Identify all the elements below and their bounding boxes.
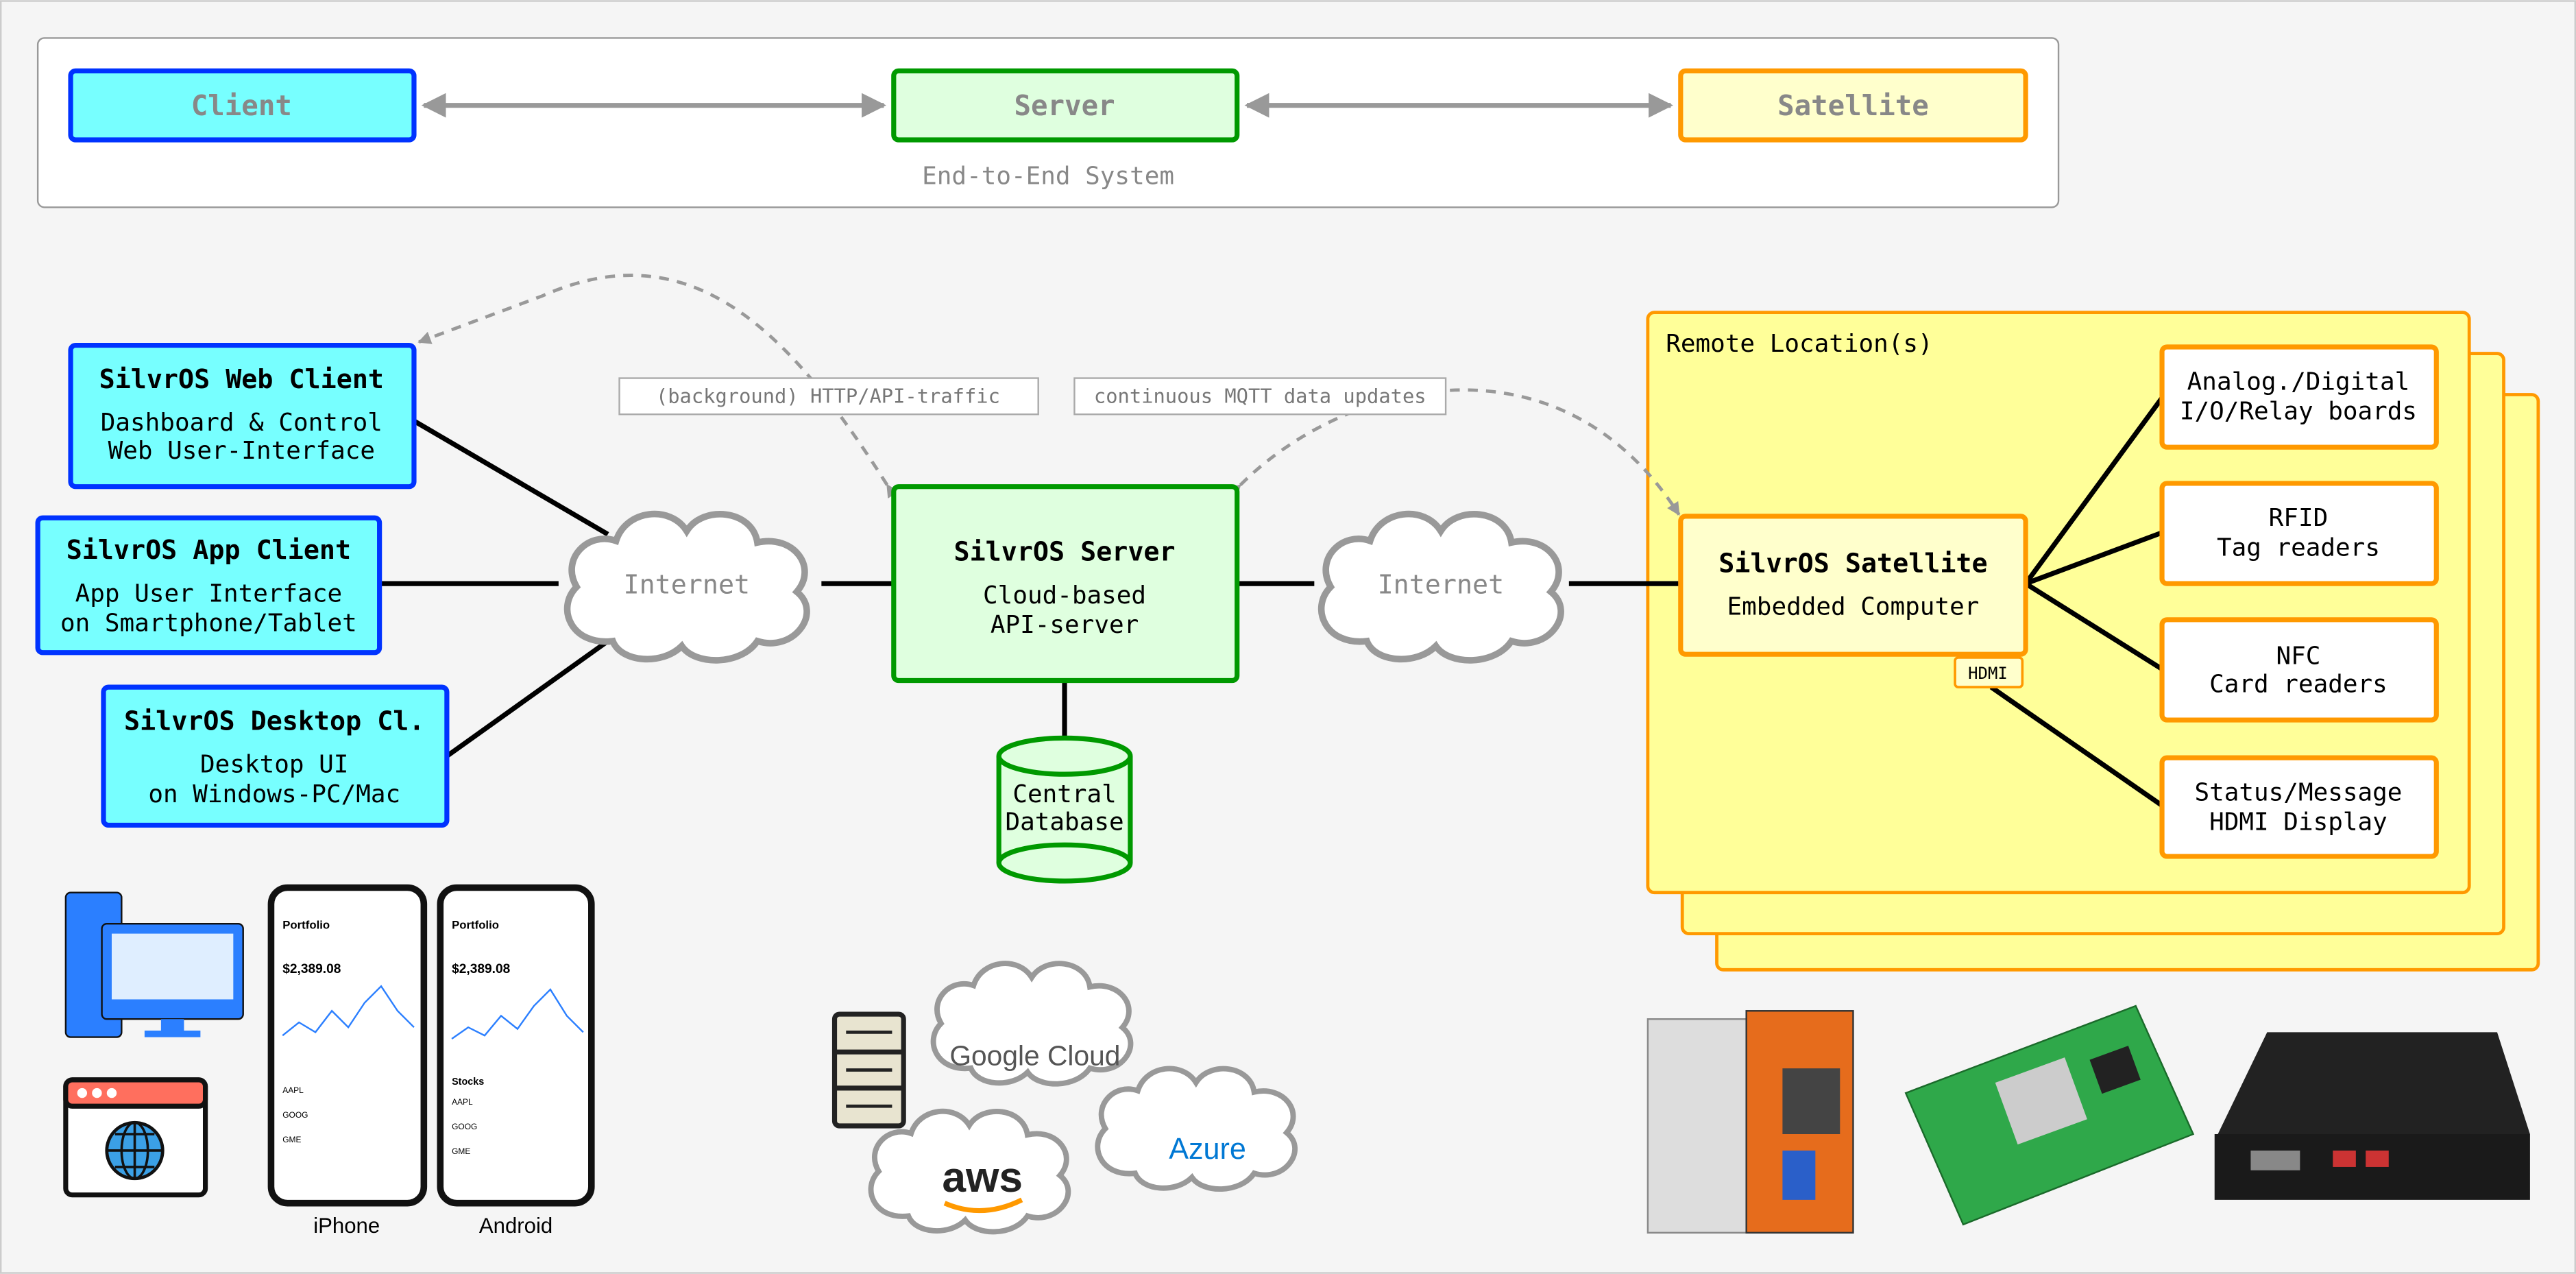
svg-text:SilvrOS Web Client: SilvrOS Web Client: [99, 364, 384, 395]
azure-logo: Azure: [1097, 1068, 1295, 1189]
svg-text:Analog./Digital: Analog./Digital: [2187, 368, 2410, 396]
http-traffic-label: (background) HTTP/API-traffic: [618, 377, 1039, 416]
legend-server: Server: [891, 68, 1240, 143]
svg-text:Client: Client: [191, 89, 292, 122]
svg-text:Azure: Azure: [1169, 1133, 1246, 1166]
desktop-computer-icon: [64, 891, 244, 1038]
revolution-pi-device: [1647, 1010, 1854, 1234]
hdmi-port-tag: HDMI: [1954, 656, 2024, 688]
svg-text:Stocks: Stocks: [452, 1077, 484, 1087]
svg-text:HDMI: HDMI: [1968, 664, 2008, 683]
svg-text:Central: Central: [1012, 780, 1116, 808]
svg-text:Google Cloud: Google Cloud: [949, 1039, 1120, 1071]
svg-text:I/O/Relay boards: I/O/Relay boards: [2180, 397, 2417, 425]
svg-text:$2,389.08: $2,389.08: [282, 962, 341, 976]
mqtt-traffic-label: continuous MQTT data updates: [1073, 377, 1447, 416]
peripheral-rfid-readers: RFID Tag readers: [2159, 481, 2439, 586]
svg-text:AAPL: AAPL: [282, 1085, 304, 1095]
legend-satellite: Satellite: [1678, 68, 2028, 143]
app-client-box: SilvrOS App Client App User Interface on…: [35, 515, 382, 656]
svg-text:Embedded Computer: Embedded Computer: [1727, 593, 1980, 621]
svg-text:RFID: RFID: [2269, 504, 2329, 532]
svg-text:Portfolio: Portfolio: [452, 918, 499, 931]
peripheral-hdmi-display: Status/Message HDMI Display: [2159, 755, 2439, 859]
web-client-box: SilvrOS Web Client Dashboard & Control W…: [68, 342, 417, 490]
svg-text:Card readers: Card readers: [2209, 670, 2387, 698]
server-box: SilvrOS Server Cloud-based API-server: [891, 484, 1240, 684]
svg-text:$2,389.08: $2,389.08: [452, 962, 511, 976]
android-label: Android: [479, 1214, 552, 1238]
central-database: Central Database: [996, 735, 1133, 884]
svg-text:on Smartphone/Tablet: on Smartphone/Tablet: [60, 610, 357, 638]
svg-text:Server: Server: [1014, 89, 1115, 122]
svg-text:GOOG: GOOG: [452, 1122, 477, 1131]
svg-text:API-server: API-server: [991, 611, 1139, 639]
svg-text:HDMI Display: HDMI Display: [2209, 808, 2387, 837]
satellite-box: SilvrOS Satellite Embedded Computer: [1678, 514, 2028, 657]
svg-text:Satellite: Satellite: [1777, 89, 1929, 122]
peripheral-io-boards: Analog./Digital I/O/Relay boards: [2159, 344, 2439, 450]
svg-text:aws: aws: [942, 1154, 1023, 1201]
web-browser-icon: [63, 1077, 208, 1198]
svg-text:Database: Database: [1006, 808, 1124, 837]
svg-text:Web User-Interface: Web User-Interface: [108, 437, 375, 465]
iphone-mockup: Portfolio $2,389.08 AAPL GOOG GME: [267, 884, 428, 1207]
svg-text:Internet: Internet: [1378, 569, 1505, 600]
aws-logo: aws: [871, 1111, 1069, 1232]
svg-text:Dashboard & Control: Dashboard & Control: [101, 409, 382, 437]
google-cloud-logo: Google Cloud: [934, 963, 1131, 1084]
legend-client: Client: [68, 68, 417, 143]
svg-text:SilvrOS Satellite: SilvrOS Satellite: [1718, 548, 1987, 579]
remote-location-title: Remote Location(s): [1666, 330, 1932, 358]
android-mockup: Portfolio $2,389.08 Stocks AAPL GOOG GME: [437, 884, 595, 1207]
svg-text:GOOG: GOOG: [282, 1110, 308, 1120]
svg-text:App User Interface: App User Interface: [75, 579, 342, 608]
desktop-client-box: SilvrOS Desktop Cl. Desktop UI on Window…: [101, 684, 450, 828]
legend-panel: Client Server Satellite End-to-End Syste…: [36, 37, 2060, 208]
svg-text:Status/Message: Status/Message: [2194, 778, 2402, 806]
svg-text:Cloud-based: Cloud-based: [983, 581, 1146, 610]
svg-text:on Windows-PC/Mac: on Windows-PC/Mac: [148, 780, 400, 808]
http-traffic-arrow: [417, 274, 899, 499]
svg-text:Desktop UI: Desktop UI: [200, 751, 348, 779]
svg-text:GME: GME: [282, 1135, 301, 1144]
svg-text:SilvrOS App Client: SilvrOS App Client: [66, 535, 351, 566]
raspberry-pi-compute-module: [1904, 1005, 2195, 1226]
svg-text:AAPL: AAPL: [452, 1097, 473, 1107]
mqtt-traffic-arrow: [1227, 388, 1681, 516]
svg-text:Tag readers: Tag readers: [2217, 533, 2380, 562]
svg-text:GME: GME: [452, 1146, 470, 1156]
embedded-mini-pc: [2214, 1032, 2530, 1200]
internet-cloud-right: Internet: [1322, 514, 1561, 660]
svg-text:Internet: Internet: [624, 569, 751, 600]
internet-cloud-left: Internet: [568, 514, 807, 660]
server-rack-icon: [831, 1011, 906, 1129]
svg-text:NFC: NFC: [2276, 642, 2320, 671]
svg-text:SilvrOS Server: SilvrOS Server: [954, 537, 1176, 568]
svg-text:(background) HTTP/API-traffic: (background) HTTP/API-traffic: [656, 384, 1000, 407]
iphone-label: iPhone: [313, 1214, 380, 1238]
peripheral-nfc-readers: NFC Card readers: [2159, 617, 2439, 723]
svg-text:continuous MQTT data updates: continuous MQTT data updates: [1094, 384, 1426, 407]
svg-text:SilvrOS Desktop Cl.: SilvrOS Desktop Cl.: [124, 706, 424, 736]
svg-text:Portfolio: Portfolio: [282, 918, 330, 931]
legend-caption: End-to-End System: [922, 163, 1174, 191]
